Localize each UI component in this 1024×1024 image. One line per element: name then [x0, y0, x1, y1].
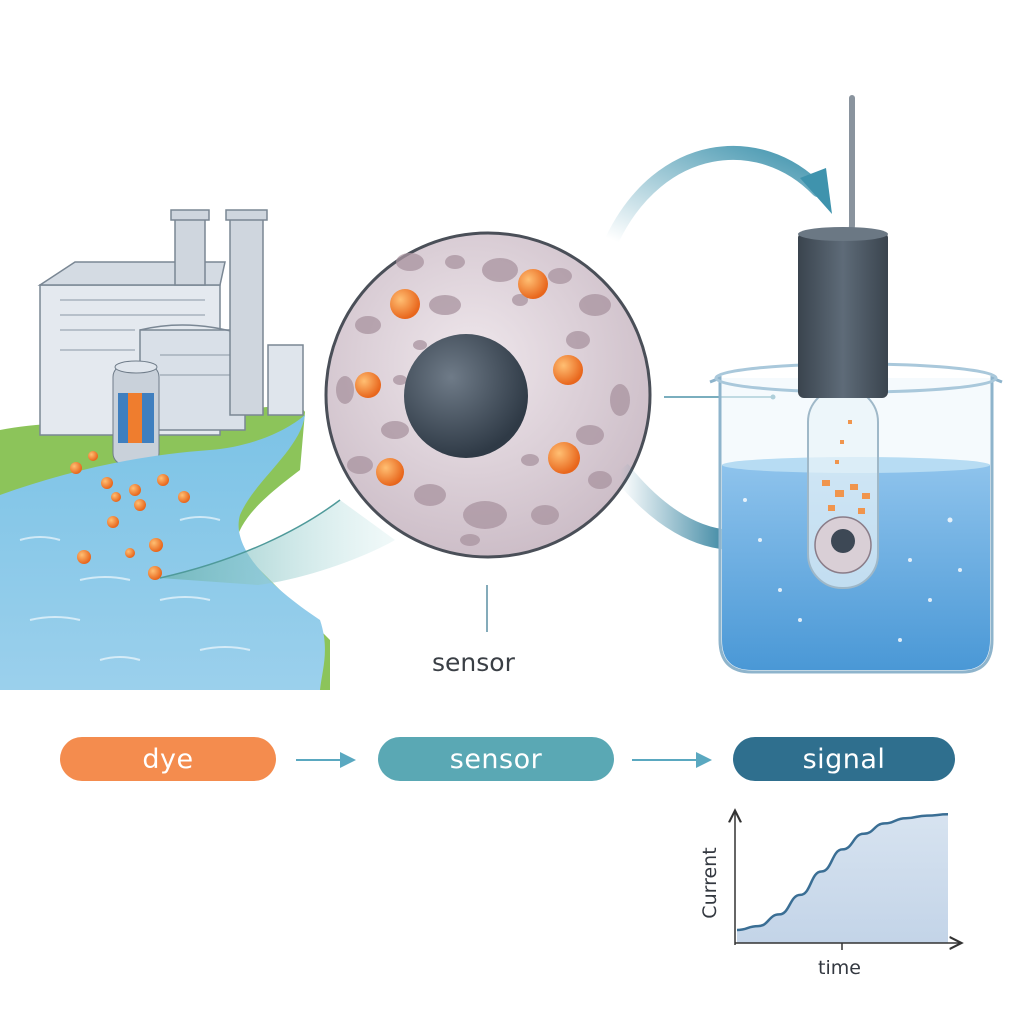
factory-scene	[0, 209, 330, 690]
adsorbed-dye-molecules	[355, 269, 583, 486]
bubbles	[743, 498, 962, 642]
dye-particles	[70, 451, 190, 580]
transfer-arrow	[612, 463, 736, 550]
flow-step-sensor: sensor	[378, 737, 614, 781]
electrode	[798, 95, 888, 589]
electrode-dye-deposit	[822, 420, 870, 514]
flow-step-signal: signal	[733, 737, 955, 781]
chart-y-label: Current	[699, 847, 721, 919]
sensor-core	[404, 334, 528, 458]
chart-series-line	[736, 813, 949, 932]
storage-tank	[112, 360, 160, 466]
factory-building	[37, 261, 304, 436]
flow-step-dye: dye	[60, 737, 276, 781]
chart-area-fill	[737, 814, 948, 943]
chimney	[170, 209, 268, 416]
sensor-caption: sensor	[432, 648, 515, 677]
curved-arrow	[605, 145, 825, 247]
sensor-particle	[324, 231, 652, 559]
river	[0, 415, 325, 690]
curved-arrow-head	[800, 168, 832, 214]
current-time-chart	[735, 812, 960, 950]
chart-x-label: time	[818, 957, 861, 979]
beam-edge	[159, 499, 341, 579]
sensor-pores	[336, 253, 630, 546]
magnification-beam	[160, 500, 395, 585]
water-ripples	[19, 516, 251, 661]
